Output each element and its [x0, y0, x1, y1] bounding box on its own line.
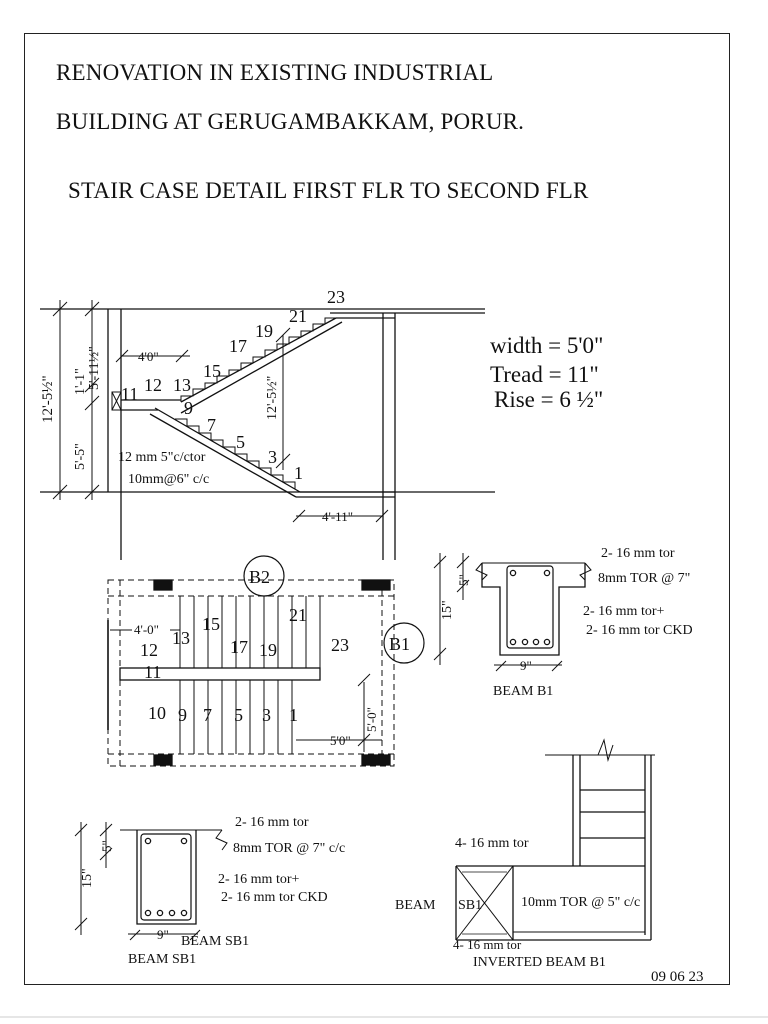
- plan-step-number: 10: [148, 703, 166, 723]
- step-number: 21: [289, 306, 307, 326]
- inv-beam-word: BEAM: [395, 898, 436, 913]
- inverted-beam-section: [455, 738, 655, 941]
- dim-landing-width: 4'0": [138, 349, 159, 364]
- title-line-1: RENOVATION IN EXISTING INDUSTRIAL: [56, 60, 494, 85]
- b1-bottom-bars-1: 2- 16 mm tor+: [583, 604, 664, 619]
- step-number: 5: [236, 432, 245, 452]
- plan-step-number: 23: [331, 635, 349, 655]
- sb1-width: 9": [157, 927, 169, 942]
- plan-step-number: 3: [262, 705, 271, 725]
- inv-stirrups: 10mm TOR @ 5" c/c: [521, 895, 640, 910]
- title-line-2: BUILDING AT GERUGAMBAKKAM, PORUR.: [56, 109, 525, 134]
- b1-depth: 15": [440, 600, 455, 620]
- inv-label: INVERTED BEAM B1: [473, 955, 606, 970]
- sb1-slab: 5": [99, 840, 114, 852]
- step-number: 7: [207, 415, 216, 435]
- rebar-note-main: 12 mm 5"c/ctor: [118, 450, 206, 465]
- spec-tread: Tread = 11": [490, 362, 599, 387]
- step-number: 9: [184, 398, 193, 418]
- plan-dim-landing: 4'-0": [134, 622, 159, 637]
- sb1-bottom-bars-2: 2- 16 mm tor CKD: [221, 890, 328, 905]
- plan-step-number: 19: [259, 640, 277, 660]
- dim-overall-height: 12'-5½": [40, 375, 56, 423]
- step-number: 23: [327, 287, 345, 307]
- dim-flight-height: 12'-5½": [265, 376, 280, 420]
- b1-width: 9": [520, 658, 532, 673]
- inv-top-bars: 4- 16 mm tor: [455, 836, 529, 851]
- beam-sb1-section: [74, 822, 228, 941]
- beam-b1-label: B1: [389, 634, 410, 654]
- b1-bottom-bars-2: 2- 16 mm tor CKD: [586, 623, 693, 638]
- inv-tag: SB1: [458, 898, 482, 913]
- dim-bottom-run: 4'-11": [322, 509, 353, 524]
- step-number: 11: [121, 384, 138, 404]
- sb1-depth: 15": [80, 868, 95, 888]
- beam-b2-label: B2: [249, 567, 270, 587]
- plan-step-number: 15: [202, 614, 220, 634]
- dim-landing-thickness: 1'-1": [73, 368, 88, 395]
- plan-step-number: 21: [289, 605, 307, 625]
- beam-b1-tag: [383, 622, 425, 664]
- step-number: 1: [294, 463, 303, 483]
- step-number: 13: [173, 375, 191, 395]
- b1-label: BEAM B1: [493, 684, 553, 699]
- step-number: 3: [268, 447, 277, 467]
- plan-step-number: 13: [172, 628, 190, 648]
- title-line-3: STAIR CASE DETAIL FIRST FLR TO SECOND FL…: [68, 178, 589, 203]
- step-number: 17: [229, 336, 247, 356]
- plan-step-number: 17: [230, 637, 248, 657]
- plan-dim-run: 5'-0": [364, 707, 379, 732]
- rebar-note-dist: 10mm@6" c/c: [128, 472, 209, 487]
- plan-step-number: 12: [140, 640, 158, 660]
- dim-lower-height: 5'-5": [73, 443, 88, 470]
- b1-top-bars: 2- 16 mm tor: [601, 546, 675, 561]
- plan-step-number: 5: [234, 705, 243, 725]
- sb1-label-outer: BEAM SB1: [128, 952, 196, 967]
- plan-step-number: 9: [178, 705, 187, 725]
- b1-stirrups: 8mm TOR @ 7": [598, 571, 690, 586]
- stair-plan: [107, 555, 425, 767]
- step-number: 15: [203, 361, 221, 381]
- sb1-top-bars: 2- 16 mm tor: [235, 815, 309, 830]
- beam-b2-tag: [243, 555, 285, 597]
- step-number: 12: [144, 375, 162, 395]
- inv-bottom-bars: 4- 16 mm tor: [453, 937, 522, 952]
- plan-step-number: 7: [203, 705, 212, 725]
- spec-width: width = 5'0": [490, 333, 604, 358]
- drawing-sheet-border: [24, 33, 730, 985]
- plan-step-number: 1: [289, 705, 298, 725]
- dim-upper-height: 5'-11½": [87, 346, 102, 390]
- stair-section: [40, 300, 495, 560]
- beam-b1-section: [433, 553, 592, 672]
- sb1-bottom-bars-1: 2- 16 mm tor+: [218, 872, 299, 887]
- b1-slab: 5": [456, 574, 471, 586]
- drawing-date: 09 06 23: [651, 969, 704, 985]
- plan-dim-width: 5'0": [330, 733, 351, 748]
- sb1-label-inner: BEAM SB1: [181, 934, 249, 949]
- step-number: 19: [255, 321, 273, 341]
- sb1-stirrups: 8mm TOR @ 7" c/c: [233, 841, 345, 856]
- spec-rise: Rise = 6 ½": [494, 387, 604, 412]
- plan-landing-number: 11: [144, 662, 161, 682]
